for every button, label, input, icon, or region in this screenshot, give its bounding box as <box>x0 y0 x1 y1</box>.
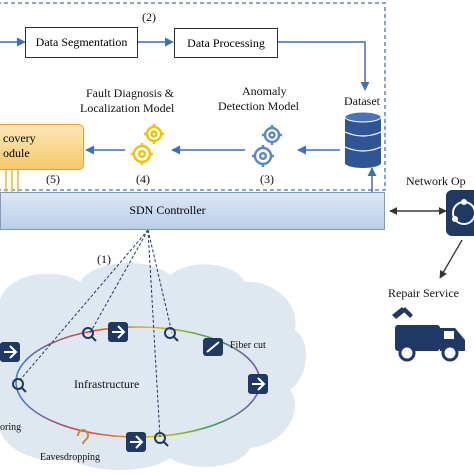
arrow-processing-to-dataset <box>278 41 370 91</box>
switch-node <box>0 342 20 362</box>
data-segmentation-box: Data Segmentation <box>25 27 138 58</box>
anomaly-gears-icon <box>252 125 282 167</box>
recovery-label-line2: odule <box>3 146 30 160</box>
fiber-cut-icon <box>203 338 223 356</box>
anomaly-model-label-line1: Anomaly <box>242 84 287 98</box>
ear-icon <box>77 429 90 445</box>
monitoring-label: oring <box>0 422 22 433</box>
dataset-icon <box>344 111 382 168</box>
monitor-probe-icon <box>12 378 27 393</box>
monitoring-links <box>19 229 173 438</box>
network-ops-label: Network Op <box>406 174 466 188</box>
dataset-label: Dataset <box>344 94 380 108</box>
monitor-probe-icon <box>82 327 97 342</box>
step-2-label: (2) <box>142 10 156 24</box>
fiber-cut-label: Fiber cut <box>230 340 266 351</box>
step-3-label: (3) <box>260 172 274 186</box>
monitor-probe-icon <box>164 327 179 342</box>
repair-truck-icon <box>392 307 465 362</box>
pipeline-frame <box>0 2 386 191</box>
infrastructure-cloud <box>0 263 307 470</box>
switch-node <box>108 322 128 342</box>
sdn-controller-label: SDN Controller <box>129 203 206 217</box>
sdn-controller-bar: SDN Controller <box>0 192 385 230</box>
monitor-probe-icon <box>154 432 169 447</box>
fault-model-label-line2: Localization Model <box>80 101 175 115</box>
step-4-label: (4) <box>136 172 150 186</box>
network-ops-icon <box>446 190 474 236</box>
recovery-label-line1: covery <box>3 131 36 145</box>
data-processing-label: Data Processing <box>187 35 265 50</box>
eavesdropping-label: Eavesdropping <box>40 452 100 463</box>
anomaly-model-label-line2: Detection Model <box>218 99 299 113</box>
arrow-network-ops-to-repair <box>439 239 463 279</box>
switch-node <box>248 374 268 394</box>
step-5-label: (5) <box>46 172 60 186</box>
repair-service-label: Repair Service <box>388 286 459 300</box>
recovery-to-controller-arrows <box>5 170 19 192</box>
fault-model-label-line1: Fault Diagnosis & <box>86 86 175 100</box>
infrastructure-label: Infrastructure <box>74 377 140 391</box>
data-processing-box: Data Processing <box>174 28 278 58</box>
recovery-module-box: covery odule <box>0 124 84 170</box>
fault-gears-icon <box>131 124 164 165</box>
data-segmentation-label: Data Segmentation <box>35 35 128 49</box>
switch-node <box>126 432 146 452</box>
step-1-label: (1) <box>97 252 111 266</box>
